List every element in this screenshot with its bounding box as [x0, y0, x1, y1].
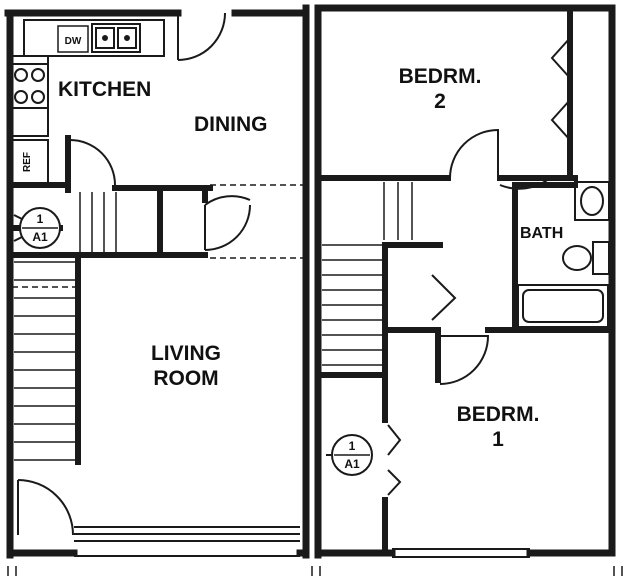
room-label-living-line1: LIVING: [151, 342, 221, 365]
sink: [91, 23, 141, 53]
bath-sink: [574, 181, 610, 221]
room-label-bedroom2-line2: 2: [434, 90, 446, 113]
dishwasher: DW: [57, 25, 89, 53]
section-marker-right: 1 A1: [326, 434, 373, 476]
section-sheet: A1: [344, 457, 360, 471]
section-sheet: A1: [32, 230, 48, 244]
room-label-bath: BATH: [520, 225, 563, 242]
section-marker-left: 1 A1: [13, 207, 61, 249]
room-label-bedroom1-line2: 1: [492, 428, 504, 451]
room-label-kitchen: KITCHEN: [58, 78, 151, 101]
bathtub: [517, 284, 609, 328]
interior-walls-right: [315, 5, 615, 556]
refrigerator-label: REF: [22, 152, 33, 172]
toilet: [562, 241, 610, 275]
door-swings-right: [387, 37, 571, 496]
room-label-dining: DINING: [194, 113, 268, 136]
refrigerator: REF: [11, 139, 49, 185]
section-number: 1: [349, 439, 356, 453]
dashed-openings: [12, 184, 303, 288]
dimension-ticks: [7, 566, 623, 576]
stairs-right: [322, 182, 413, 366]
section-number: 1: [37, 212, 44, 226]
stove: [11, 63, 49, 109]
door-swings-left: [17, 12, 251, 536]
room-label-bedroom1-line1: BEDRM.: [457, 403, 540, 426]
room-label-living-line2: ROOM: [153, 367, 218, 390]
bottom-windows: [74, 526, 530, 558]
outer-walls: [4, 4, 616, 559]
interior-walls-left: [7, 135, 213, 465]
dishwasher-label: DW: [65, 36, 82, 47]
room-label-bedroom2-line1: BEDRM.: [399, 65, 482, 88]
stairs-left: [14, 192, 117, 461]
